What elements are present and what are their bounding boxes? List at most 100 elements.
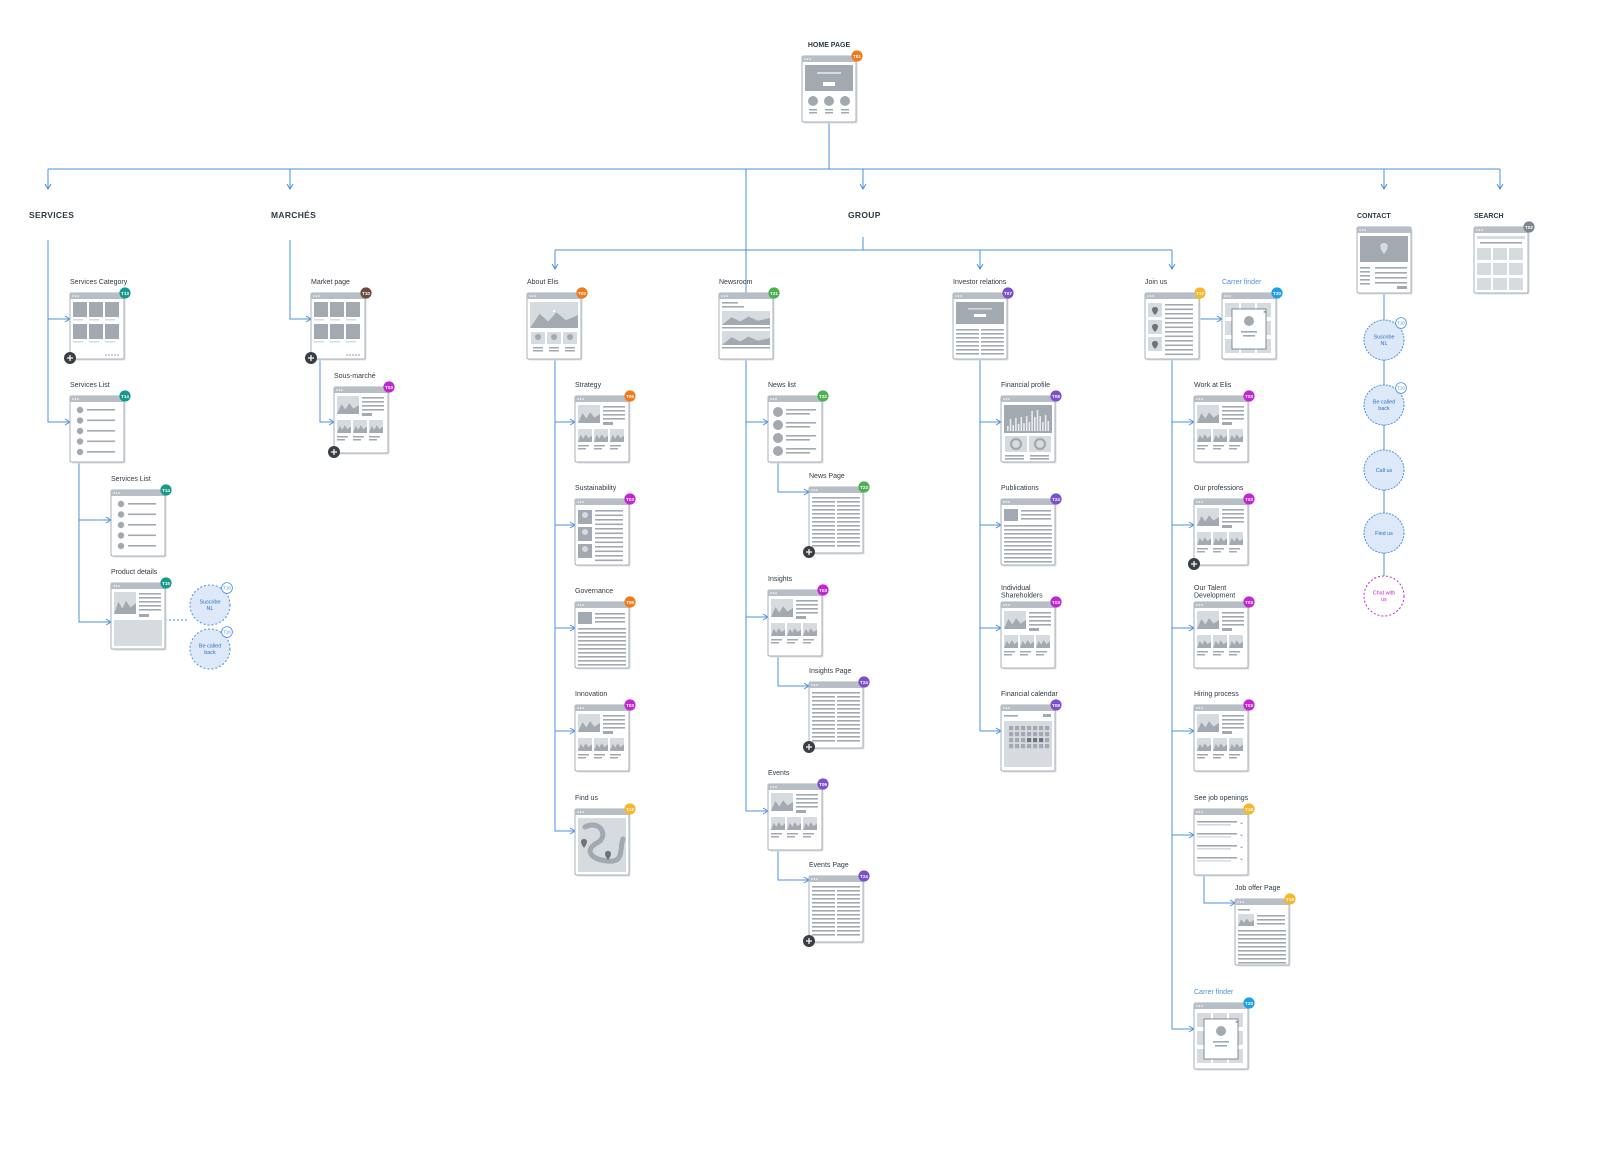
- image-placeholder: [578, 612, 592, 624]
- page-node-carrer-finder-1[interactable]: Carrer finder×T20: [1221, 279, 1283, 361]
- page-label: SEARCH: [1474, 213, 1504, 220]
- page-node-see-job-openings[interactable]: See job openings⌄⌄⌄⌄T18: [1193, 795, 1255, 877]
- template-badge: [817, 390, 829, 402]
- chart-bar: [1023, 423, 1025, 431]
- page-node-contact[interactable]: CONTACT: [1356, 213, 1413, 295]
- page-label: Newsroom: [719, 279, 753, 286]
- text-line: [722, 306, 744, 308]
- add-icon-v: [333, 449, 335, 455]
- text-line: [595, 613, 625, 615]
- template-badge: [1243, 997, 1255, 1009]
- browser-toolbar: [809, 876, 863, 882]
- template-badge-label: T14: [162, 488, 170, 493]
- sparkle: [553, 310, 555, 312]
- text-line: [594, 757, 602, 759]
- avatar: [551, 334, 557, 340]
- text-line: [837, 922, 860, 924]
- action-circle[interactable]: [1363, 575, 1405, 617]
- mountain-shape: [1229, 640, 1243, 648]
- browser-toolbar: [311, 293, 365, 299]
- text-line: [956, 353, 979, 355]
- text-line: [771, 639, 782, 641]
- text-line: [578, 660, 626, 662]
- text-line: [1222, 513, 1244, 515]
- text-line: [1004, 541, 1052, 543]
- text-line: [369, 436, 380, 438]
- window-dot: [1149, 295, 1152, 297]
- text-line: [1005, 458, 1024, 460]
- grid-tile: [314, 324, 328, 339]
- text-line: [1165, 313, 1193, 315]
- action-circle[interactable]: [1363, 319, 1405, 361]
- text-line: [1360, 271, 1370, 273]
- action-circle[interactable]: [189, 584, 231, 626]
- text-line: [533, 350, 543, 352]
- window-dot: [775, 786, 777, 788]
- text-line: [610, 445, 621, 447]
- window-dot: [1198, 1005, 1201, 1007]
- window-dot: [955, 295, 957, 297]
- template-badge: [160, 484, 172, 496]
- text-line: [803, 833, 814, 835]
- action-ct-call[interactable]: Call us: [1363, 449, 1405, 491]
- action-circle[interactable]: [1363, 384, 1405, 426]
- template-badge-label: T19: [1286, 897, 1294, 902]
- page-label: Innovation: [575, 691, 607, 698]
- text-line: [1360, 283, 1370, 285]
- action-ct-find[interactable]: Find us: [1363, 512, 1405, 554]
- action-circle[interactable]: [1363, 512, 1405, 554]
- page-node-carrer-finder-2[interactable]: Carrer finder×T20: [1193, 989, 1255, 1071]
- text-line: [314, 319, 324, 321]
- browser-frame: [1000, 498, 1056, 566]
- text-line: [812, 700, 835, 702]
- template-badge: [624, 596, 636, 608]
- window-dot: [113, 492, 115, 494]
- text-line: [595, 617, 625, 619]
- page-label: Services List: [111, 476, 151, 483]
- text-line: [533, 347, 543, 349]
- text-line: [603, 715, 625, 717]
- action-circle[interactable]: [189, 628, 231, 670]
- text-line: [594, 445, 605, 447]
- window-dot: [1008, 501, 1010, 503]
- template-badge-label: T01: [853, 54, 861, 59]
- action-circle[interactable]: [1363, 449, 1405, 491]
